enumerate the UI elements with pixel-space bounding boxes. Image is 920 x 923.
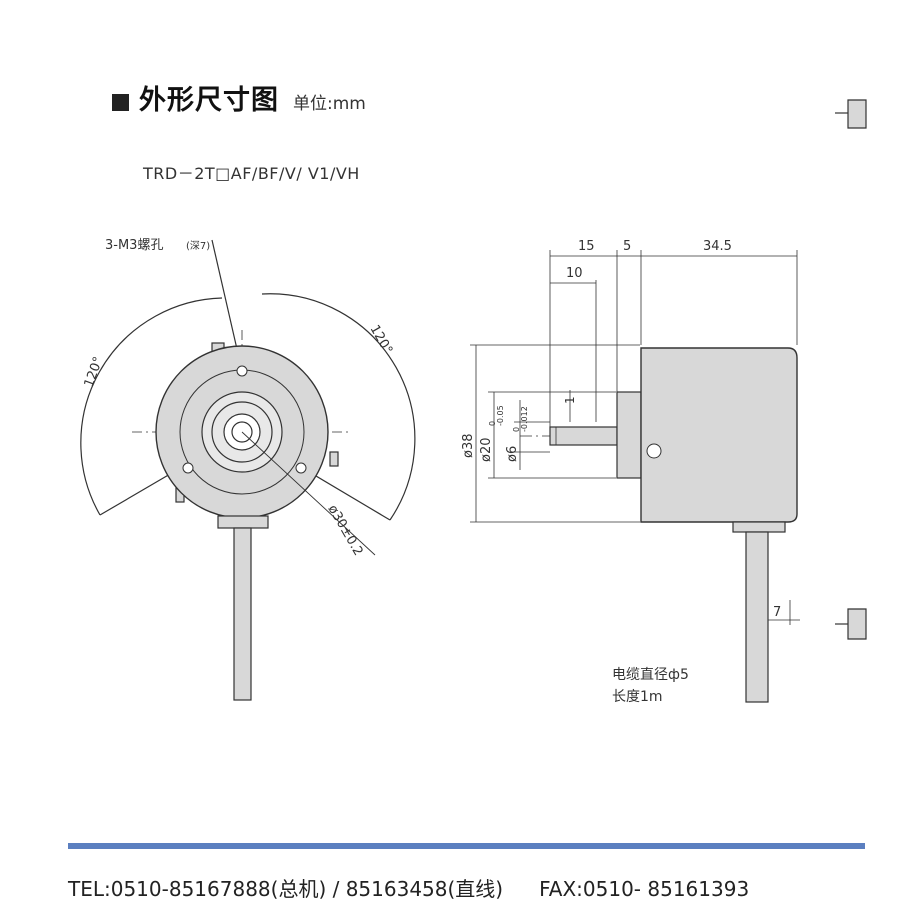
angle-label-left: 120° — [82, 355, 107, 390]
cable-note-length: 长度1m — [612, 689, 663, 705]
dia-20-tol-upper: 0 — [488, 421, 497, 426]
dim-1: 1 — [563, 396, 577, 404]
footer-tel: TEL:0510-85167888(总机) / 85163458(直线) — [68, 877, 504, 901]
dia-6: ø6 — [505, 446, 520, 462]
screw-hole-label: 3-M3螺孔 — [105, 238, 163, 253]
footer-fax: FAX:0510- 85161393 — [539, 877, 750, 901]
page-title: 外形尺寸图 — [139, 85, 279, 116]
pcd-label: ø30±0.2 — [325, 503, 366, 559]
footer-divider — [68, 843, 865, 849]
dia-20: ø20 — [479, 438, 494, 463]
title-block: 外形尺寸图 单位:mm — [112, 78, 366, 117]
model-number: TRD－2T□AF/BF/V/ V1/VH — [143, 164, 360, 183]
side-view — [470, 250, 800, 703]
dia-38: ø38 — [461, 434, 476, 459]
angle-arc-right — [261, 293, 416, 521]
dia-6-tol-upper: 0 — [512, 427, 521, 432]
angle-arc-left — [80, 297, 223, 516]
dim-34-5: 34.5 — [703, 239, 732, 254]
angle-label-right: 120° — [367, 323, 396, 358]
dim-7: 7 — [773, 605, 781, 620]
dim-10: 10 — [566, 266, 583, 281]
edge-fragment-bottom — [835, 608, 867, 640]
dia-20-tol-lower: -0.05 — [496, 405, 505, 426]
title-bullet-icon — [112, 94, 129, 111]
front-view — [80, 239, 416, 701]
dim-5: 5 — [623, 239, 631, 254]
cable-note-diameter: 电缆直径ф5 — [612, 667, 689, 683]
unit-label: 单位:mm — [293, 94, 366, 114]
footer-contact: TEL:0510-85167888(总机) / 85163458(直线) FAX:… — [68, 873, 749, 902]
edge-fragment-top — [835, 99, 867, 129]
dim-15: 15 — [578, 239, 595, 254]
dia-6-tol-lower: -0.012 — [520, 406, 529, 432]
screw-depth-label: (深7) — [186, 240, 210, 252]
